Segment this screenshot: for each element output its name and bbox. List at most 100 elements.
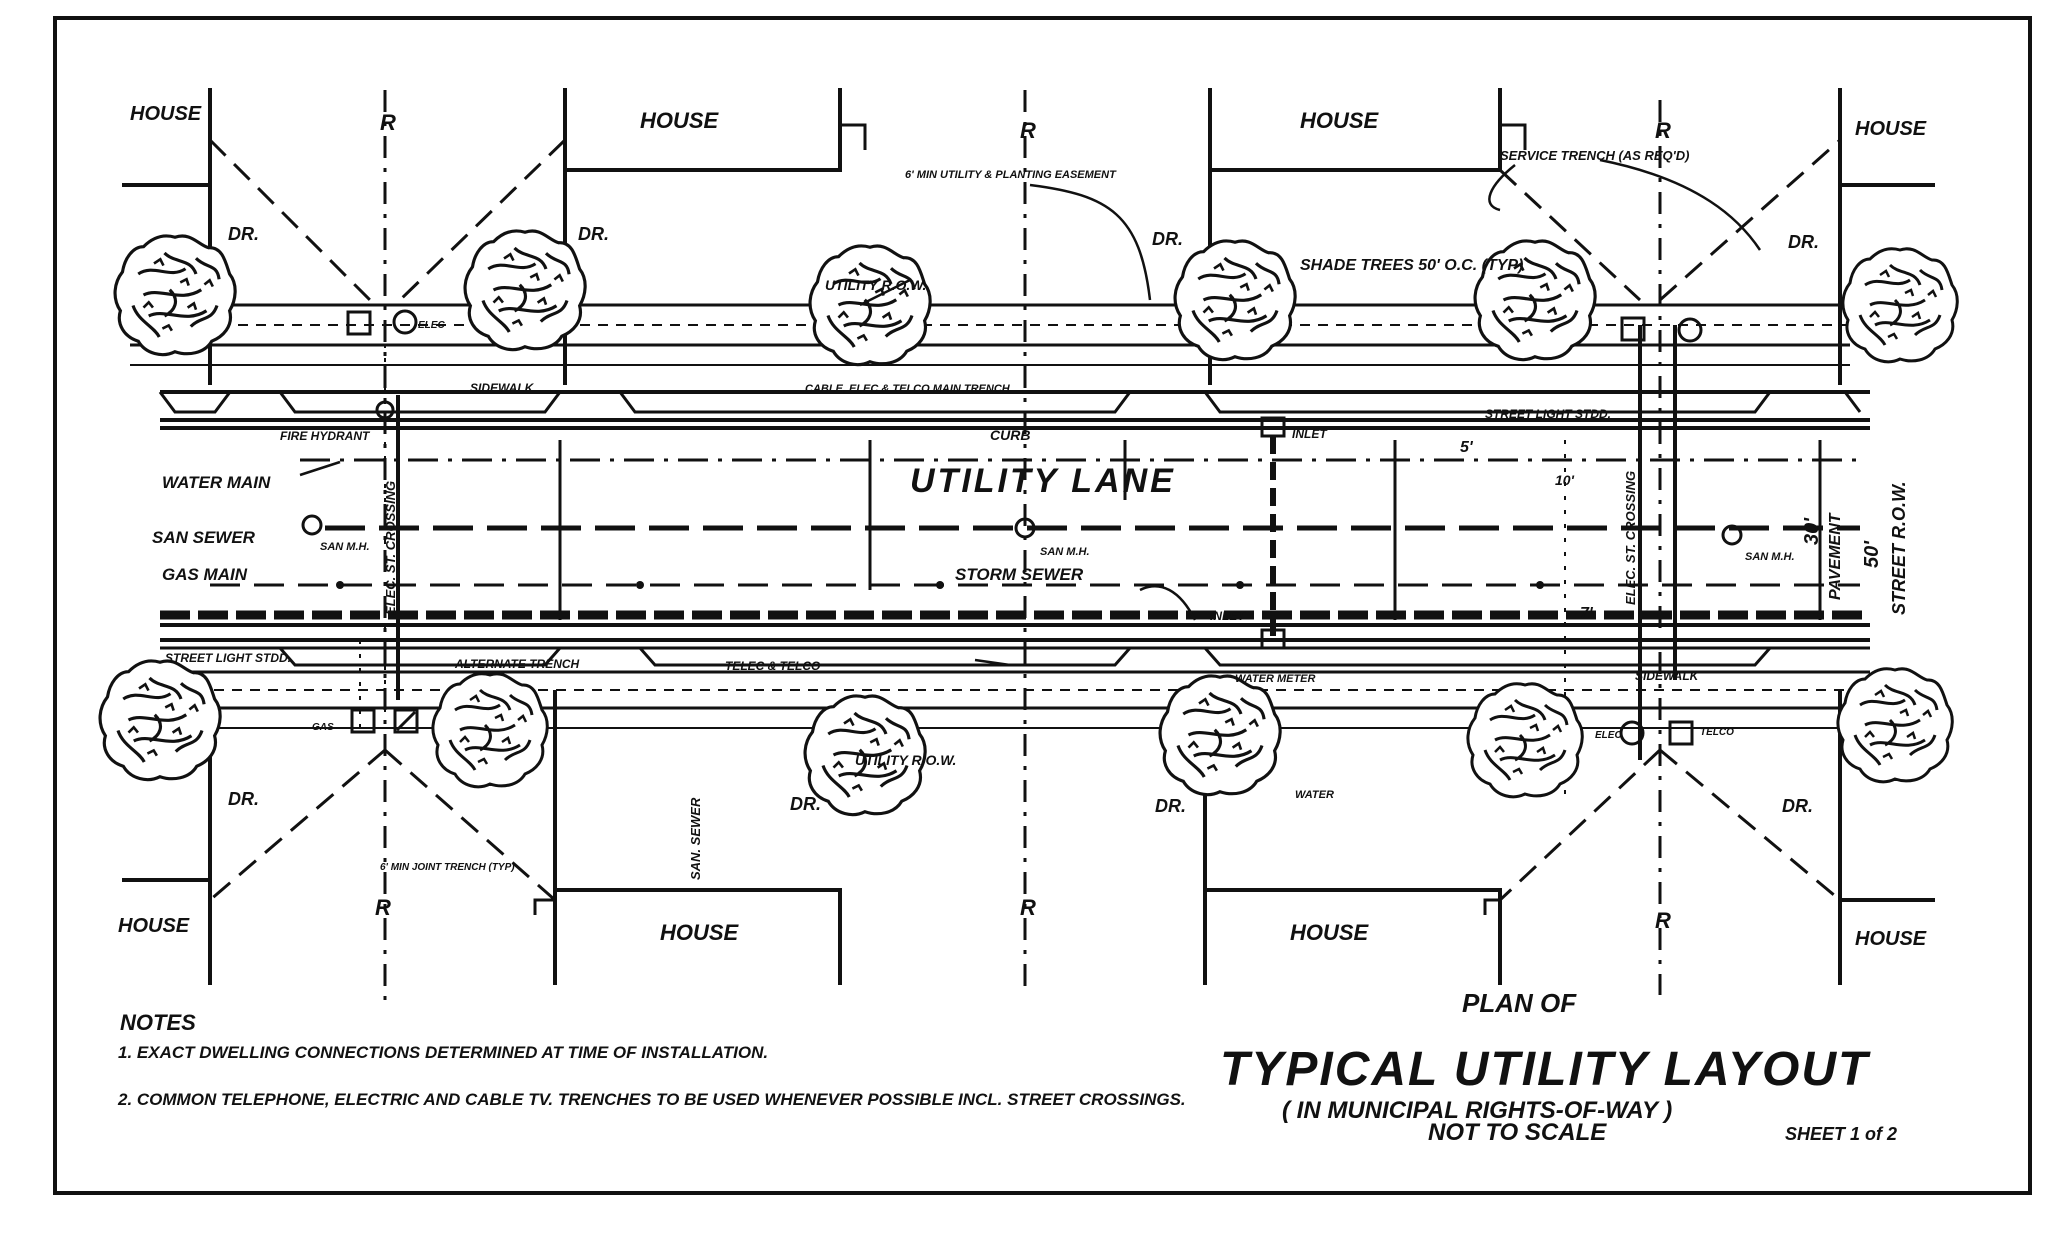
san-manhole-2: [1014, 517, 1036, 539]
house-label-bottom-1: HOUSE: [118, 915, 190, 937]
tree-icon-10: [1158, 674, 1282, 797]
drawing-title: TYPICAL UTILITY LAYOUT: [1220, 1043, 1871, 1096]
property-line-symbol-5: R: [1020, 895, 1036, 920]
inlet-label-top: INLET: [1292, 427, 1328, 441]
dr-label-4: DR.: [1788, 232, 1819, 252]
property-line-symbol-3: R: [1655, 118, 1671, 143]
house-label-top-2: HOUSE: [640, 108, 720, 133]
pavement-label: PAVEMENT: [1827, 512, 1844, 600]
house-label-bottom-2: HOUSE: [660, 920, 740, 945]
elec-crossing-label-left: ELEC. ST. CROSSING: [383, 481, 398, 615]
street-light-label-top: STREET LIGHT STDD.: [1485, 407, 1611, 421]
service-boxes-top: [346, 309, 1703, 343]
drawing-subtitle: ( IN MUNICIPAL RIGHTS-OF-WAY ): [1282, 1097, 1672, 1124]
elec-crossing-label-right: ELEC. ST. CROSSING: [1623, 471, 1638, 605]
crossing-dots: [359, 330, 1566, 800]
water-meter-label: WATER METER: [1235, 673, 1316, 685]
fire-hydrant-symbol: [375, 400, 395, 420]
dim-10ft: 10': [1555, 472, 1575, 488]
notes-heading: NOTES: [120, 1010, 196, 1035]
top-utility-strip: [130, 303, 1870, 422]
top-walk-joints: [158, 391, 1862, 414]
service-trench-label: SERVICE TRENCH (AS REQ'D): [1500, 148, 1689, 163]
san-manhole-3: [1721, 524, 1743, 546]
leader-lines: [299, 158, 1762, 667]
tree-icon-11: [1466, 682, 1584, 799]
curb-label: CURB: [990, 427, 1030, 443]
house-label-top-4: HOUSE: [1855, 118, 1927, 140]
telec-trench-label: TELEC & TELCO: [725, 659, 821, 673]
utility-lane-label: UTILITY LANE: [910, 462, 1176, 500]
dr-label-5: DR.: [228, 789, 259, 809]
tree-icon-4: [1173, 239, 1297, 362]
house-label-top-1: HOUSE: [130, 103, 202, 125]
tree-icon-3: [808, 244, 932, 367]
inlet-label-bottom: INLET: [1210, 609, 1246, 623]
shade-trees-label: SHADE TREES 50' O.C. (TYP): [1300, 257, 1523, 274]
san-mh-label-1: SAN M.H.: [320, 541, 370, 553]
dr-label-6: DR.: [790, 794, 821, 814]
street-row-label: STREET R.O.W.: [1889, 481, 1909, 615]
service-boxes-bottom: [350, 708, 1694, 746]
dr-label-2: DR.: [578, 224, 609, 244]
property-line-symbol-1: R: [380, 110, 396, 135]
san-mh-label-3: SAN M.H.: [1745, 551, 1795, 563]
tree-icon-7: [98, 659, 222, 782]
gas-label: GAS: [312, 722, 334, 733]
dr-label-3: DR.: [1152, 229, 1183, 249]
dr-label-1: DR.: [228, 224, 259, 244]
utility-easement-label: 6' MIN UTILITY & PLANTING EASEMENT: [905, 169, 1117, 181]
house-label-bottom-4: HOUSE: [1855, 928, 1927, 950]
tree-icon-12: [1836, 667, 1954, 784]
fire-hydrant-label: FIRE HYDRANT: [280, 429, 371, 443]
san-mh-label-2: SAN M.H.: [1040, 546, 1090, 558]
san-sewer-label: SAN SEWER: [152, 528, 256, 547]
sidewalk-label-top: SIDEWALK: [470, 381, 535, 395]
property-line-symbol-2: R: [1020, 118, 1036, 143]
driveways: [208, 138, 1841, 902]
joint-trench-label: 6' MIN JOINT TRENCH (TYP): [380, 862, 515, 873]
dr-label-7: DR.: [1155, 796, 1186, 816]
plan-of-label: PLAN OF: [1462, 988, 1577, 1018]
property-line-symbol-4: R: [375, 895, 391, 920]
water-label: WATER: [1295, 789, 1334, 801]
service-crossings: [396, 325, 1677, 760]
property-centerlines: [383, 90, 1662, 1000]
dim-7ft: 7': [1580, 605, 1594, 622]
street-row-width-label: 50': [1861, 540, 1883, 568]
tree-icon-1: [113, 234, 237, 357]
bottom-walk-joints: [278, 647, 1772, 667]
elec-label-top: ELEC: [418, 320, 445, 331]
scale-label: NOT TO SCALE: [1428, 1119, 1607, 1146]
utility-row-label-top: UTILITY R.O.W.: [825, 277, 926, 293]
utility-row-label-bottom: UTILITY R.O.W.: [855, 752, 956, 768]
storm-sewer-label: STORM SEWER: [955, 565, 1084, 584]
inlet-bottom: [1260, 628, 1286, 650]
alternate-trench-label: ALTERNATE TRENCH: [454, 657, 580, 671]
water-main-label: WATER MAIN: [162, 473, 271, 492]
san-sewer-vertical-label: SAN. SEWER: [688, 797, 703, 880]
sidewalk-label-bottom: SIDEWALK: [1635, 669, 1700, 683]
gas-main-label: GAS MAIN: [162, 565, 248, 584]
gas-main-dots: [336, 581, 1544, 589]
tree-icon-6: [1841, 247, 1959, 364]
note-2: 2. COMMON TELEPHONE, ELECTRIC AND CABLE …: [117, 1090, 1186, 1109]
house-label-bottom-3: HOUSE: [1290, 920, 1370, 945]
property-line-symbol-6: R: [1655, 908, 1671, 933]
dr-label-8: DR.: [1782, 796, 1813, 816]
tree-icon-8: [431, 672, 549, 789]
san-manhole-1: [301, 514, 323, 536]
pavement-width-label: 30': [1801, 517, 1823, 545]
sheet-number: SHEET 1 of 2: [1785, 1124, 1897, 1144]
house-label-top-3: HOUSE: [1300, 108, 1380, 133]
driveway-labels: DR. DR. DR. DR. DR. DR. DR. DR.: [228, 224, 1819, 816]
cable-trench-label: CABLE, ELEC & TELCO MAIN TRENCH: [805, 383, 1011, 395]
tree-icon-2: [463, 229, 587, 352]
dim-5ft: 5': [1460, 439, 1474, 456]
telco-label: TELCO: [1700, 727, 1734, 738]
elec-label-bottom: ELEC: [1595, 730, 1622, 741]
street-light-label-bottom: STREET LIGHT STDD.: [165, 651, 291, 665]
sheet-border: [53, 16, 2032, 1195]
note-1: 1. EXACT DWELLING CONNECTIONS DETERMINED…: [118, 1043, 768, 1062]
